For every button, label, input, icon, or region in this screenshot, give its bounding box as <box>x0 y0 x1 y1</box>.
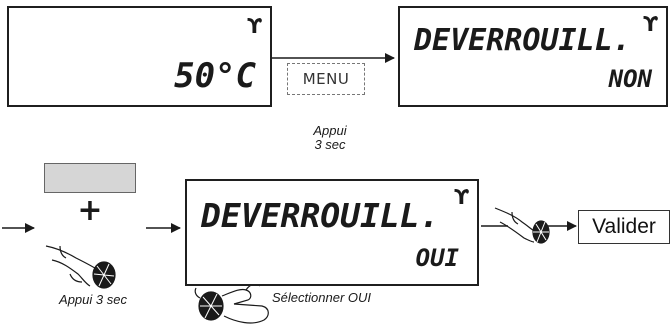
hand-turning-knob-icon <box>494 207 550 244</box>
wrench-icon: ϒ <box>247 14 262 38</box>
screen-line-2: NON <box>608 65 652 93</box>
validate-button[interactable]: Valider <box>578 210 670 244</box>
press-duration-caption: Appui 3 sec <box>59 292 127 307</box>
screen-line-1: DEVERROUILL. <box>414 23 631 58</box>
menu-button[interactable]: MENU <box>287 63 365 95</box>
hand-pressing-knob-icon <box>45 245 116 289</box>
wrench-icon: ϒ <box>643 12 658 36</box>
temperature-value: 50°C <box>174 56 256 96</box>
menu-press-caption: Appui 3 sec <box>313 123 347 152</box>
select-oui-caption: Sélectionner OUI <box>272 290 371 305</box>
menu-button-label: MENU <box>302 70 350 88</box>
clock-button[interactable] <box>44 163 136 193</box>
plus-sign: + <box>77 193 103 228</box>
screen-line-2: OUI <box>415 244 459 272</box>
wrench-icon: ϒ <box>454 185 469 209</box>
screen-line-1: DEVERROUILL. <box>201 196 440 235</box>
validate-button-label: Valider <box>592 215 656 238</box>
hand-turning-knob-icon <box>194 283 269 324</box>
display-screen-unlock-oui: DEVERROUILL. ϒ OUI <box>185 179 479 286</box>
display-screen-temperature: ϒ 50°C <box>7 6 272 107</box>
display-screen-unlock-non: DEVERROUILL. ϒ NON <box>398 6 668 107</box>
